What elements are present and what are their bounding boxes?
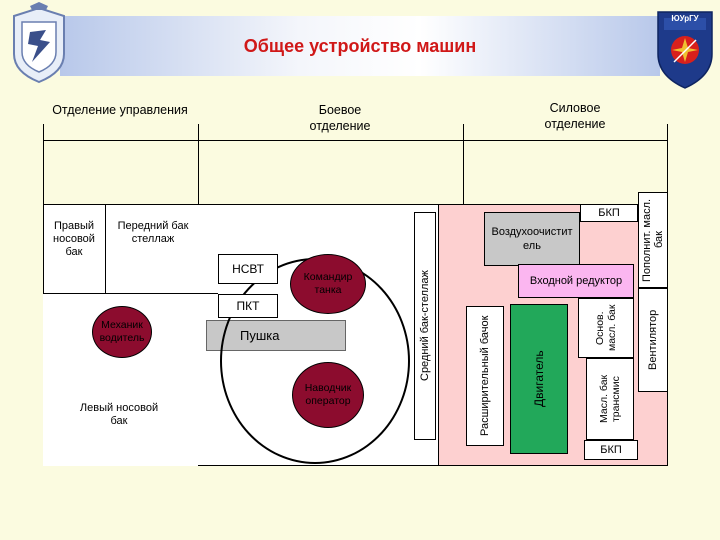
commander-seat: Командир танка (290, 254, 366, 314)
logo-right-text: ЮУрГУ (671, 14, 699, 23)
bkp-top: БКП (580, 204, 638, 222)
section-combat-label: Боевое отделение (309, 103, 371, 133)
gunner-label: Наводчик оператор (304, 382, 352, 407)
title-bar (60, 16, 660, 76)
gunner-seat: Наводчик оператор (292, 362, 364, 428)
aux-oil-tank: Пополнит. масл. бак (638, 192, 668, 288)
pkt-box: ПКТ (218, 294, 278, 318)
fan: Вентилятор (638, 288, 668, 392)
tank-divider (105, 204, 106, 294)
section-span-line (43, 140, 668, 141)
middle-tank-rack: Средний бак-стеллаж (414, 212, 436, 440)
university-logo-left (6, 2, 72, 84)
nsvt-label: НСВТ (232, 262, 264, 276)
section-divider (43, 124, 44, 204)
commander-label: Командир танка (303, 271, 353, 296)
gun-label: Пушка (240, 328, 280, 343)
driver-seat: Механик водитель (92, 306, 152, 358)
main-oil-tank: Основ. масл. бак (578, 298, 634, 358)
expansion-tank: Расширительный бачок (466, 306, 504, 446)
section-power-label: Силовое отделение (544, 101, 606, 131)
right-nose-tank: Правый носовой бак (53, 220, 95, 258)
page-title: Общее устройство машин (243, 36, 477, 56)
front-tank-rack: Передний бак стеллаж (117, 220, 189, 245)
section-control-label: Отделение управления (52, 103, 188, 117)
engine: Двигатель (510, 304, 568, 454)
tank-divider (43, 293, 218, 294)
section-divider (198, 124, 199, 204)
left-nose-tank: Левый носовой бак (79, 402, 159, 427)
bkp-bottom: БКП (584, 440, 638, 460)
section-divider (463, 124, 464, 204)
nsvt-box: НСВТ (218, 254, 278, 284)
input-gearbox: Входной редуктор (518, 264, 634, 298)
pkt-label: ПКТ (236, 299, 260, 313)
air-cleaner: Воздухоочиститель (484, 212, 580, 266)
driver-label: Механик водитель (99, 319, 145, 344)
university-logo-right (654, 6, 716, 90)
section-divider (667, 124, 668, 204)
transmission-oil-tank: Масл. бак трансмис (586, 358, 634, 440)
